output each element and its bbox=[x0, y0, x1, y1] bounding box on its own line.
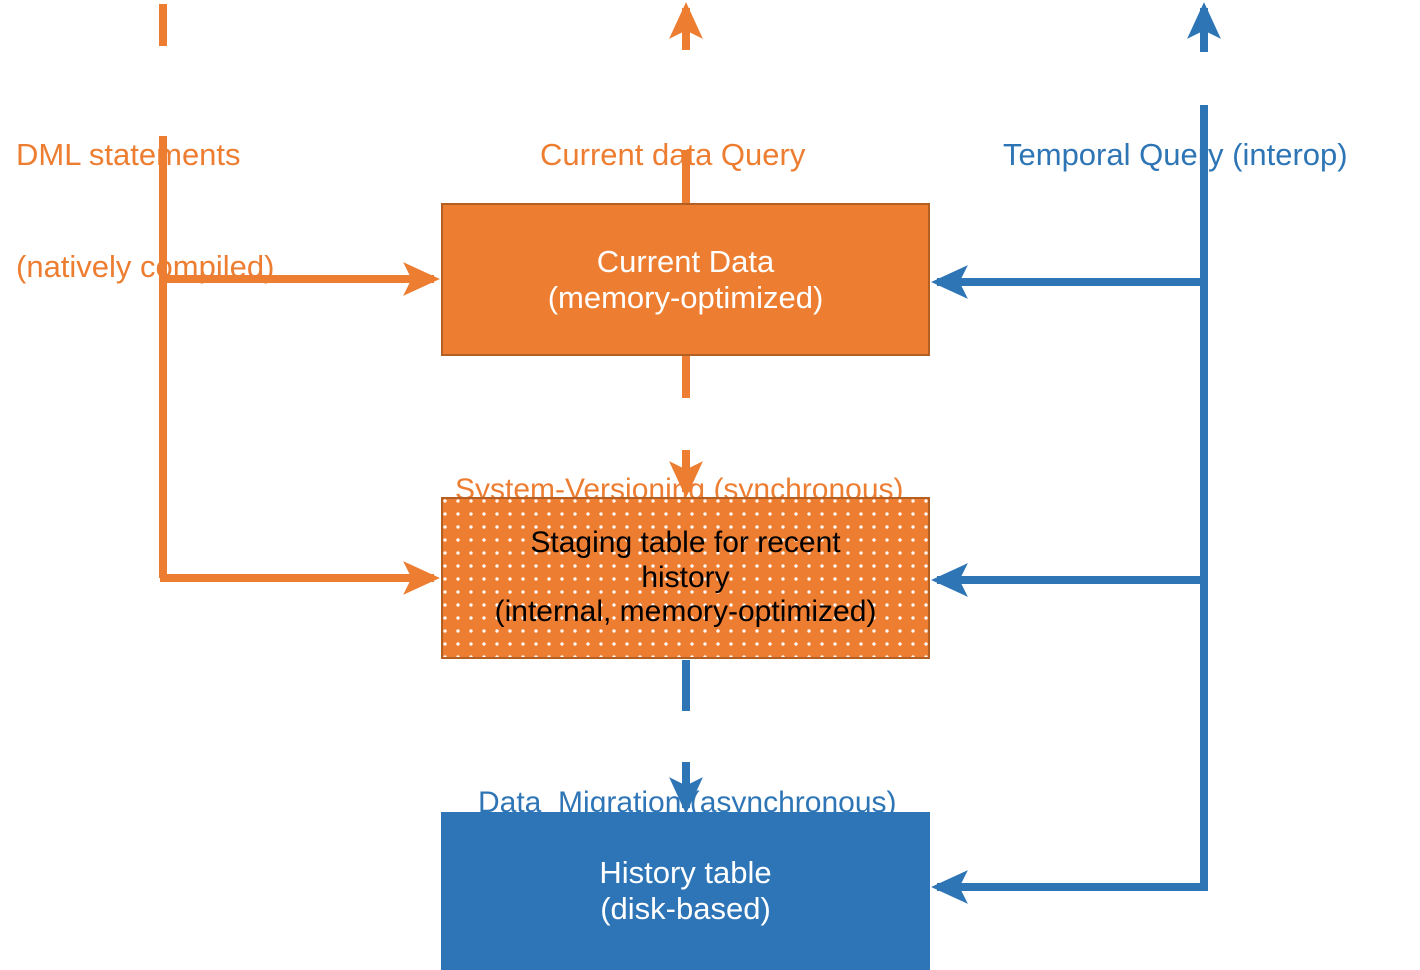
label-dml-line1: DML statements bbox=[16, 137, 241, 173]
node-current-data-line2: (memory-optimized) bbox=[547, 279, 824, 315]
label-current-data-query-line1: Current data Query bbox=[540, 137, 806, 173]
label-dml-line2: (natively compiled) bbox=[16, 248, 275, 284]
node-staging-table[interactable]: Staging table for recent history (intern… bbox=[441, 497, 930, 659]
node-current-data-line1: Current Data bbox=[596, 243, 775, 279]
label-temporal-query: Temporal Query (interop) bbox=[1003, 62, 1348, 248]
node-staging-table-line3: (internal, memory-optimized) bbox=[494, 595, 877, 629]
node-history-table-line1: History table bbox=[599, 855, 772, 891]
label-temporal-query-line1: Temporal Query (interop) bbox=[1003, 137, 1348, 173]
node-staging-table-line1: Staging table for recent bbox=[530, 525, 841, 559]
node-current-data[interactable]: Current Data (memory-optimized) bbox=[441, 203, 930, 356]
node-history-table[interactable]: History table (disk-based) bbox=[441, 812, 930, 970]
node-history-table-line2: (disk-based) bbox=[600, 891, 771, 926]
label-dml-statements: DML statements (natively compiled) bbox=[16, 62, 274, 360]
node-staging-table-line2: history bbox=[641, 560, 730, 594]
